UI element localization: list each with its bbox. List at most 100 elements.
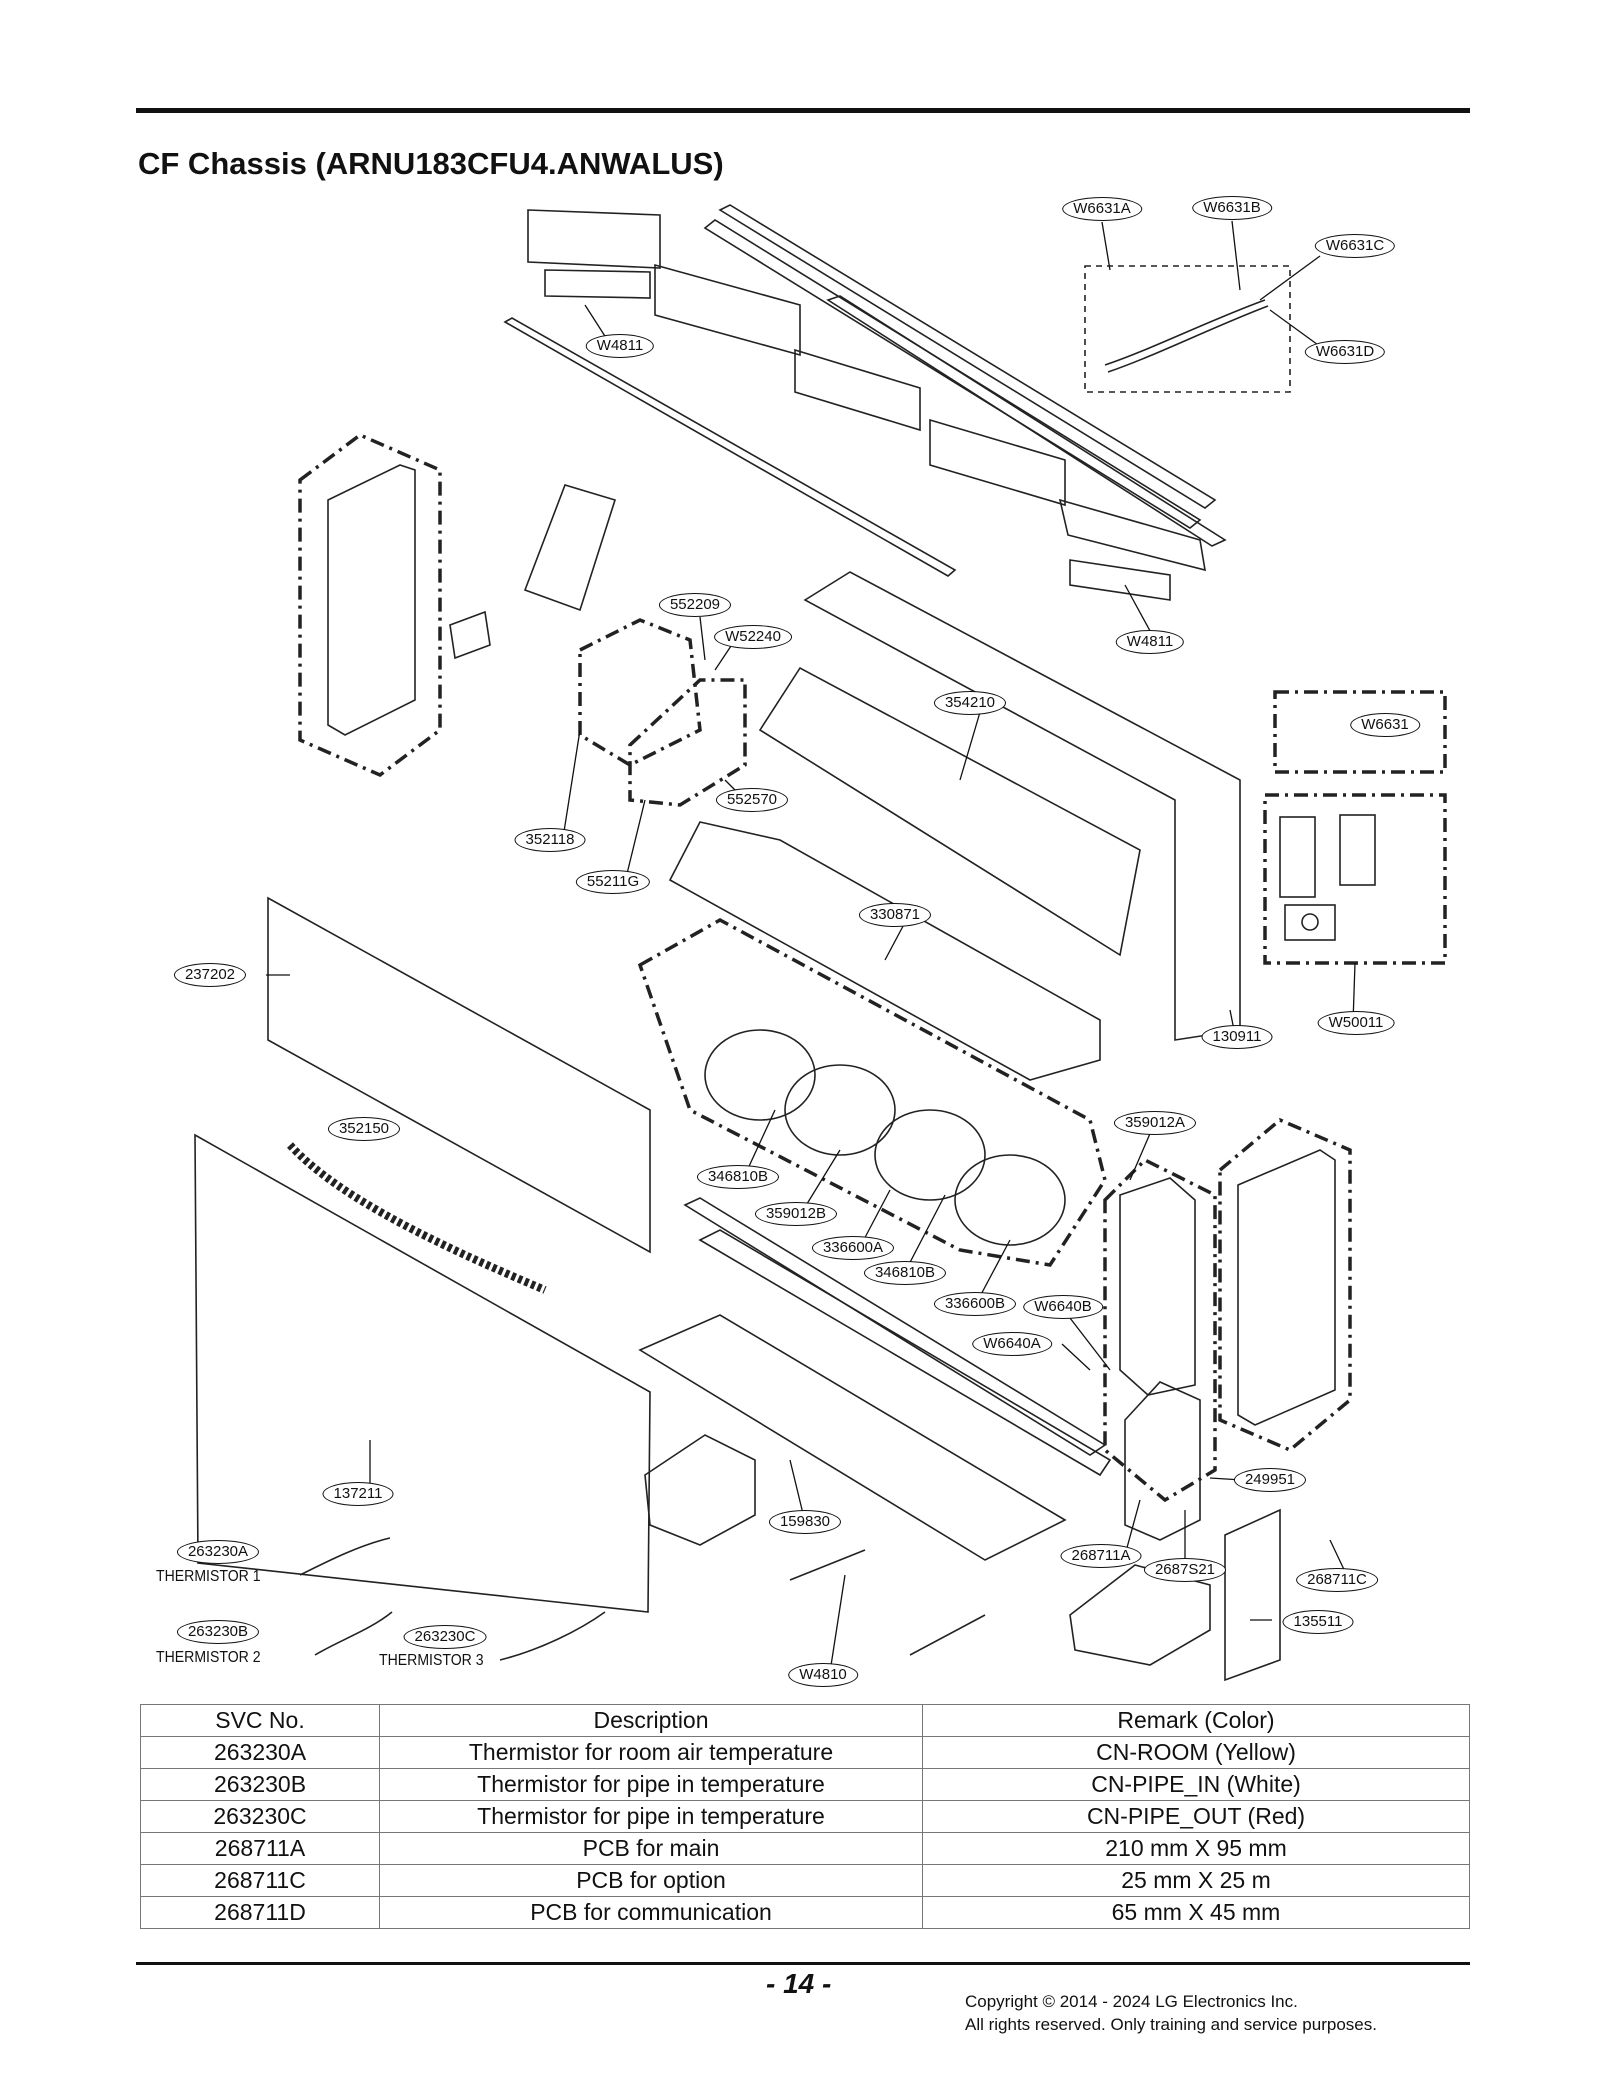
callout-336600a: 336600A: [811, 1236, 895, 1260]
w6631-box: [1273, 690, 1447, 774]
cell-description: Thermistor for room air temperature: [379, 1736, 923, 1769]
callout-352150: 352150: [327, 1117, 401, 1141]
callout-w50011: W50011: [1317, 1011, 1395, 1035]
callout-w6631c: W6631C: [1314, 234, 1396, 258]
callout-130911: 130911: [1201, 1025, 1273, 1049]
control-box-part: [1119, 1177, 1196, 1396]
callout-w6640a: W6640A: [972, 1332, 1052, 1356]
callout-263230a: 263230A: [176, 1540, 260, 1564]
callout-w6631a: W6631A: [1062, 197, 1142, 221]
left-grille-part: [327, 464, 416, 736]
callout-330871: 330871: [858, 903, 932, 927]
cell-svc-no: 268711A: [140, 1832, 380, 1865]
callout-263230b: 263230B: [176, 1620, 260, 1644]
callout-268711c: 268711C: [1296, 1568, 1378, 1592]
wire-harness-part: [1104, 299, 1269, 373]
callout-159830: 159830: [768, 1510, 842, 1534]
cell-remark: CN-PIPE_OUT (Red): [922, 1800, 1470, 1833]
cell-svc-no: 263230C: [140, 1800, 380, 1833]
bottom-rule: [136, 1962, 1470, 1965]
top-rail-part: [503, 204, 1227, 577]
leader-lines: [266, 220, 1356, 1673]
page-number: - 14 -: [766, 1968, 832, 1999]
wire-harness-box: [1084, 265, 1291, 393]
thermistor1-label: THERMISTOR 1: [156, 1568, 261, 1585]
callout-w6631d: W6631D: [1304, 340, 1386, 364]
callout-137211: 137211: [322, 1482, 394, 1506]
callout-2687s21: 2687S21: [1143, 1558, 1227, 1582]
callout-552209: 552209: [658, 593, 732, 617]
table-header-row: SVC No. Description Remark (Color): [140, 1704, 1470, 1737]
thermistor2-label: THERMISTOR 2: [156, 1649, 261, 1666]
callout-w6631b: W6631B: [1192, 196, 1272, 220]
bracket-part: [523, 484, 617, 612]
header-remark: Remark (Color): [922, 1704, 1470, 1737]
control-box-frame: [1103, 1157, 1217, 1503]
right-grille-part: [1237, 1149, 1336, 1426]
callout-w6640b: W6640B: [1023, 1295, 1103, 1319]
callout-w4811-right: W4811: [1115, 630, 1185, 654]
callout-w52240: W52240: [714, 625, 792, 649]
top-rule: [136, 108, 1470, 113]
header-description: Description: [379, 1704, 923, 1737]
callout-359012b: 359012B: [754, 1202, 838, 1226]
cell-description: Thermistor for pipe in temperature: [379, 1768, 923, 1801]
thermistor2-wire: [314, 1611, 393, 1656]
page-title: CF Chassis (ARNU183CFU4.ANWALUS): [138, 146, 724, 181]
callout-w6631: W6631: [1350, 713, 1420, 737]
cell-remark: 25 mm X 25 m: [922, 1864, 1470, 1897]
table-row: 263230C Thermistor for pipe in temperatu…: [140, 1800, 1470, 1833]
kit-bracket-part: [1284, 904, 1336, 941]
header-svc-no: SVC No.: [140, 1704, 380, 1737]
drain-hose-part: [287, 1142, 547, 1294]
top-grille-part: [527, 209, 1206, 601]
callout-w4811-top: W4811: [585, 334, 655, 358]
callout-352118: 352118: [514, 828, 586, 852]
callout-552570: 552570: [715, 788, 789, 812]
kit-clamp-part: [1339, 814, 1376, 886]
cell-description: PCB for option: [379, 1864, 923, 1897]
cell-description: PCB for main: [379, 1832, 923, 1865]
callout-135511: 135511: [1282, 1610, 1354, 1634]
kit-plate-part: [1279, 816, 1316, 898]
copyright-line1: Copyright © 2014 - 2024 LG Electronics I…: [965, 1992, 1298, 2011]
bottom-bracket-part: [1069, 1564, 1211, 1666]
clip-part: [449, 610, 491, 660]
callout-346810b-1: 346810B: [696, 1165, 780, 1189]
callout-237202: 237202: [173, 963, 247, 987]
bracket-w4810-left: [789, 1549, 866, 1581]
table-row: 263230A Thermistor for room air temperat…: [140, 1736, 1470, 1769]
fan-assembly-frame: [637, 918, 1107, 1267]
cell-svc-no: 263230B: [140, 1768, 380, 1801]
blower-part: [704, 1029, 1066, 1246]
cell-svc-no: 268711C: [140, 1864, 380, 1897]
side-panel-135511: [1224, 1508, 1281, 1682]
filter-part: [638, 1314, 1067, 1561]
front-panel-137211: [194, 1133, 651, 1613]
copyright-line2: All rights reserved. Only training and s…: [965, 2015, 1377, 2034]
cell-svc-no: 268711D: [140, 1896, 380, 1929]
w50011-kit-box: [1263, 793, 1447, 965]
valve-frame-352118: [578, 618, 702, 767]
callout-263230c: 263230C: [403, 1625, 487, 1649]
table-row: 263230B Thermistor for pipe in temperatu…: [140, 1768, 1470, 1801]
callout-249951: 249951: [1233, 1468, 1307, 1492]
parts-table: SVC No. Description Remark (Color) 26323…: [140, 1704, 1470, 1929]
callout-268711a: 268711A: [1060, 1544, 1142, 1568]
kit-screw-part: [1301, 913, 1319, 931]
callout-354210: 354210: [933, 691, 1007, 715]
callout-359012a: 359012A: [1113, 1111, 1197, 1135]
bracket-w4810-right: [909, 1614, 986, 1656]
callout-w4810: W4810: [788, 1663, 858, 1687]
thermistor1-wire: [299, 1537, 391, 1576]
table-row: 268711D PCB for communication 65 mm X 45…: [140, 1896, 1470, 1929]
table-row: 268711A PCB for main 210 mm X 95 mm: [140, 1832, 1470, 1865]
callout-346810b-2: 346810B: [863, 1261, 947, 1285]
cell-remark: 210 mm X 95 mm: [922, 1832, 1470, 1865]
cell-remark: CN-PIPE_IN (White): [922, 1768, 1470, 1801]
left-grille-frame: [298, 432, 442, 778]
drain-pan-part: [668, 821, 1101, 1081]
pcb-cover-part: [1124, 1381, 1201, 1541]
callout-336600b: 336600B: [933, 1292, 1017, 1316]
cell-remark: CN-ROOM (Yellow): [922, 1736, 1470, 1769]
